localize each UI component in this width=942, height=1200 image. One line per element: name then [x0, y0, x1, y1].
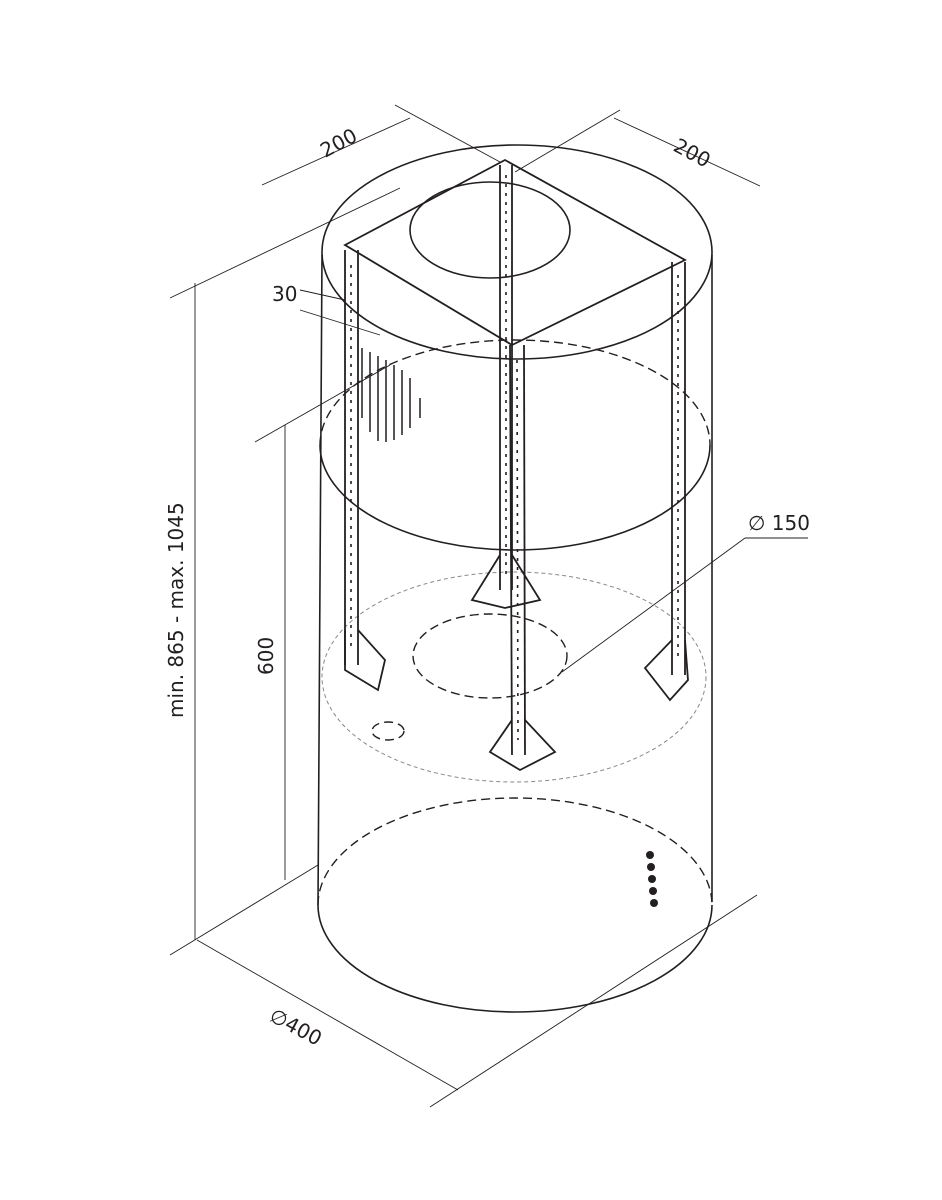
dim-600: 600 — [254, 637, 278, 675]
dim-200-left: 200 — [316, 123, 361, 162]
dim-body-diameter: ∅400 — [266, 1003, 326, 1050]
dim-height-range: min. 865 - max. 1045 — [164, 502, 188, 718]
mounting-frame — [343, 158, 689, 907]
cylinder-body — [317, 144, 713, 1013]
dim-200-right: 200 — [670, 133, 715, 172]
dim-30: 30 — [272, 282, 297, 306]
dimension-lines — [169, 104, 808, 1108]
dim-duct-diameter: ∅ 150 — [748, 511, 810, 535]
